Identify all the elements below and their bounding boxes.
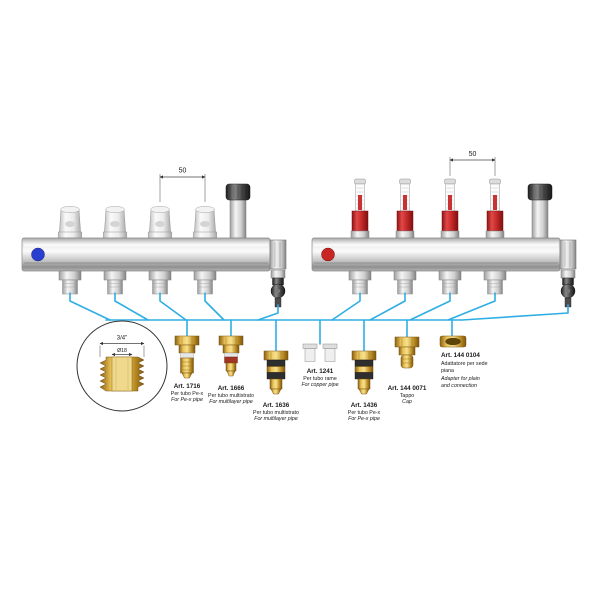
pipe-connection-lines <box>69 292 569 352</box>
fitting-drawing <box>302 343 338 362</box>
thermostatic-cap <box>57 205 83 239</box>
detail-circle: 3/4" Ø18 <box>76 320 168 412</box>
fitting-desc-it: Per tubo multistrato <box>208 393 254 399</box>
fitting-art-1241: Art. 1241 Per tubo rame For copper pipe <box>301 343 339 388</box>
fitting-drawing <box>218 335 244 377</box>
thermostatic-cap <box>147 205 173 239</box>
dimension-left: 50 <box>159 168 206 202</box>
flow-meter <box>395 178 415 239</box>
pipe-line <box>461 304 569 321</box>
left-manifold: 50 <box>21 168 287 308</box>
fitting-desc-en: For multilayer pipe <box>209 399 253 405</box>
fitting-drawing <box>394 336 420 369</box>
fitting-art-label: Art. 144 0071 <box>388 385 427 392</box>
air-vent <box>225 183 251 239</box>
pipe-line <box>409 292 451 321</box>
left-manifold-body <box>21 237 271 272</box>
pipe-line <box>159 292 187 321</box>
dimension-label-right: 50 <box>469 151 477 158</box>
pipe-line <box>69 292 111 321</box>
fitting-art-label: Art. 1636 <box>263 402 290 409</box>
thermostatic-cap <box>102 205 128 239</box>
fitting-desc-it: Per tubo Pe-x <box>348 410 381 416</box>
outlet-connection <box>58 270 82 295</box>
outlet-connection <box>483 270 507 295</box>
pipe-line <box>114 292 149 321</box>
fitting-art-label: Art. 1241 <box>307 368 334 375</box>
fitting-art-1440104: Art. 144 0104 Adattatore per sede piana … <box>439 335 488 389</box>
outlet-connection <box>438 270 462 295</box>
outlet-connection <box>103 270 127 295</box>
fitting-desc-en: For Pe-x pipe <box>171 397 203 403</box>
fitting-desc-en: Cap <box>402 399 412 405</box>
fitting-desc-it: Per tubo multistrato <box>253 410 299 416</box>
fitting-desc-en-2: and connection <box>441 383 477 389</box>
pipe-line <box>369 292 406 321</box>
manifold-end-cap <box>269 239 287 270</box>
fitting-desc-en: For multilayer pipe <box>254 416 298 422</box>
fitting-desc-en-1: Adapter for plain <box>440 376 480 382</box>
bore-diameter-label: Ø18 <box>117 348 127 354</box>
fitting-drawing <box>351 350 377 395</box>
fitting-drawing <box>439 335 467 348</box>
fitting-art-label: Art. 1436 <box>351 402 378 409</box>
fitting-art-1636: Art. 1636 Per tubo multistrato For multi… <box>253 350 299 422</box>
fitting-cross-section <box>99 356 145 392</box>
dimension-label-left: 50 <box>179 168 187 175</box>
flow-meter <box>440 178 460 239</box>
fitting-desc-en: For Pe-x pipe <box>348 416 380 422</box>
fitting-drawing <box>263 350 289 395</box>
fitting-art-1716: Art. 1716 Per tubo Pe-x For Pe-x pipe <box>171 335 204 403</box>
outlet-connection <box>148 270 172 295</box>
air-vent <box>527 183 553 239</box>
pipe-line <box>257 304 279 321</box>
manifold-end-cap <box>559 239 577 270</box>
fitting-desc-it-1: Adattatore per sede <box>441 361 488 367</box>
fitting-desc-it: Per tubo Pe-x <box>171 391 204 397</box>
fitting-art-label: Art. 1666 <box>218 385 245 392</box>
drain-valve <box>270 269 286 308</box>
dimension-right: 50 <box>449 151 496 176</box>
fitting-art-1436: Art. 1436 Per tubo Pe-x For Pe-x pipe <box>348 350 381 422</box>
fitting-desc-it: Per tubo rame <box>303 376 337 382</box>
outlet-connection <box>348 270 372 295</box>
outlet-connection <box>193 270 217 295</box>
flow-meter <box>350 178 370 239</box>
fitting-desc-it: Tappo <box>400 393 414 399</box>
fittings-row: Art. 1716 Per tubo Pe-x For Pe-x pipe Ar… <box>171 335 488 422</box>
right-manifold-body <box>311 237 561 272</box>
pipe-line <box>331 292 361 321</box>
return-blue-dot <box>31 247 45 262</box>
fitting-art-label: Art. 1716 <box>174 383 201 390</box>
flow-meter <box>485 178 505 239</box>
fitting-desc-it-2: piana <box>441 368 454 374</box>
outlet-connection <box>393 270 417 295</box>
right-manifold: 50 <box>311 151 577 308</box>
fitting-art-label: Art. 144 0104 <box>441 352 480 359</box>
fitting-art-1666: Art. 1666 Per tubo multistrato For multi… <box>208 335 254 405</box>
fitting-art-1440071: Art. 144 0071 Tappo Cap <box>388 336 427 405</box>
pipe-line <box>447 292 496 321</box>
drain-valve <box>560 269 576 308</box>
fitting-drawing <box>174 335 200 379</box>
fitting-desc-en: For copper pipe <box>301 382 338 388</box>
thermostatic-cap <box>192 205 218 239</box>
pipe-line <box>204 292 225 321</box>
thread-size-label: 3/4" <box>117 336 127 342</box>
supply-red-dot <box>321 247 335 262</box>
